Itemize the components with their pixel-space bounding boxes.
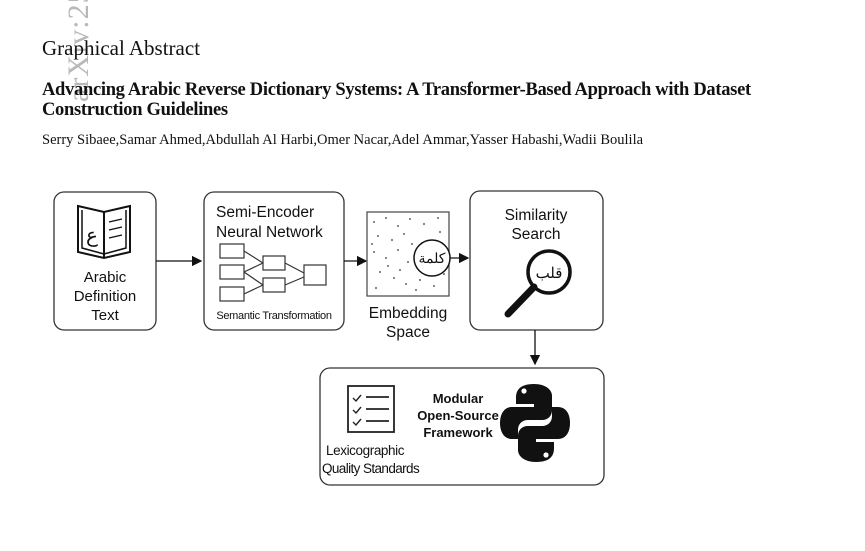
author-list: Serry Sibaee,Samar Ahmed,Abdullah Al Har…	[42, 132, 644, 148]
framework-label-line-1: Modular	[433, 391, 484, 406]
paper-title: Advancing Arabic Reverse Dictionary Syst…	[42, 80, 751, 120]
framework-label-line-3: Framework	[423, 425, 493, 440]
graphical-abstract-heading: Graphical Abstract	[42, 36, 201, 60]
arabic-letter-glyph: ع	[86, 225, 98, 247]
book-icon: ع	[77, 204, 131, 260]
standards-label-line-1: Lexicographic	[326, 443, 405, 458]
framework-box: Modular Open-Source Framework Lexicograp…	[319, 367, 605, 486]
input-label-line-3: Text	[91, 307, 119, 324]
arabic-definition-box: ع Arabic Definition Text	[53, 191, 157, 331]
search-label-line-1: Similarity	[505, 207, 568, 224]
input-label-line-2: Definition	[74, 288, 137, 305]
arabic-word-qalb: قلب	[536, 265, 563, 282]
encoder-caption: Semantic Transformation	[216, 310, 332, 322]
input-label-line-1: Arabic	[84, 269, 127, 286]
encoder-label-line-2: Neural Network	[216, 224, 323, 241]
embedding-label-line-2: Space	[386, 324, 430, 341]
encoder-label-line-1: Semi-Encoder	[216, 204, 314, 221]
similarity-search-box: Similarity Search قلب	[469, 190, 604, 331]
magnifier-icon: قلب	[504, 249, 572, 318]
framework-label-line-2: Open-Source	[417, 408, 499, 423]
arabic-word-kalima: كلمة	[419, 250, 446, 266]
embedding-label-line-1: Embedding	[369, 305, 447, 322]
search-label-line-2: Search	[511, 226, 560, 243]
python-icon	[500, 384, 570, 462]
embedding-space: كلمة Embedding Space	[366, 211, 451, 341]
standards-label-line-2: Quality Standards	[322, 461, 420, 476]
semi-encoder-box: Semi-Encoder Neural Network Semantic Tra…	[203, 191, 345, 331]
network-icon	[219, 243, 327, 302]
checklist-icon	[347, 385, 395, 433]
